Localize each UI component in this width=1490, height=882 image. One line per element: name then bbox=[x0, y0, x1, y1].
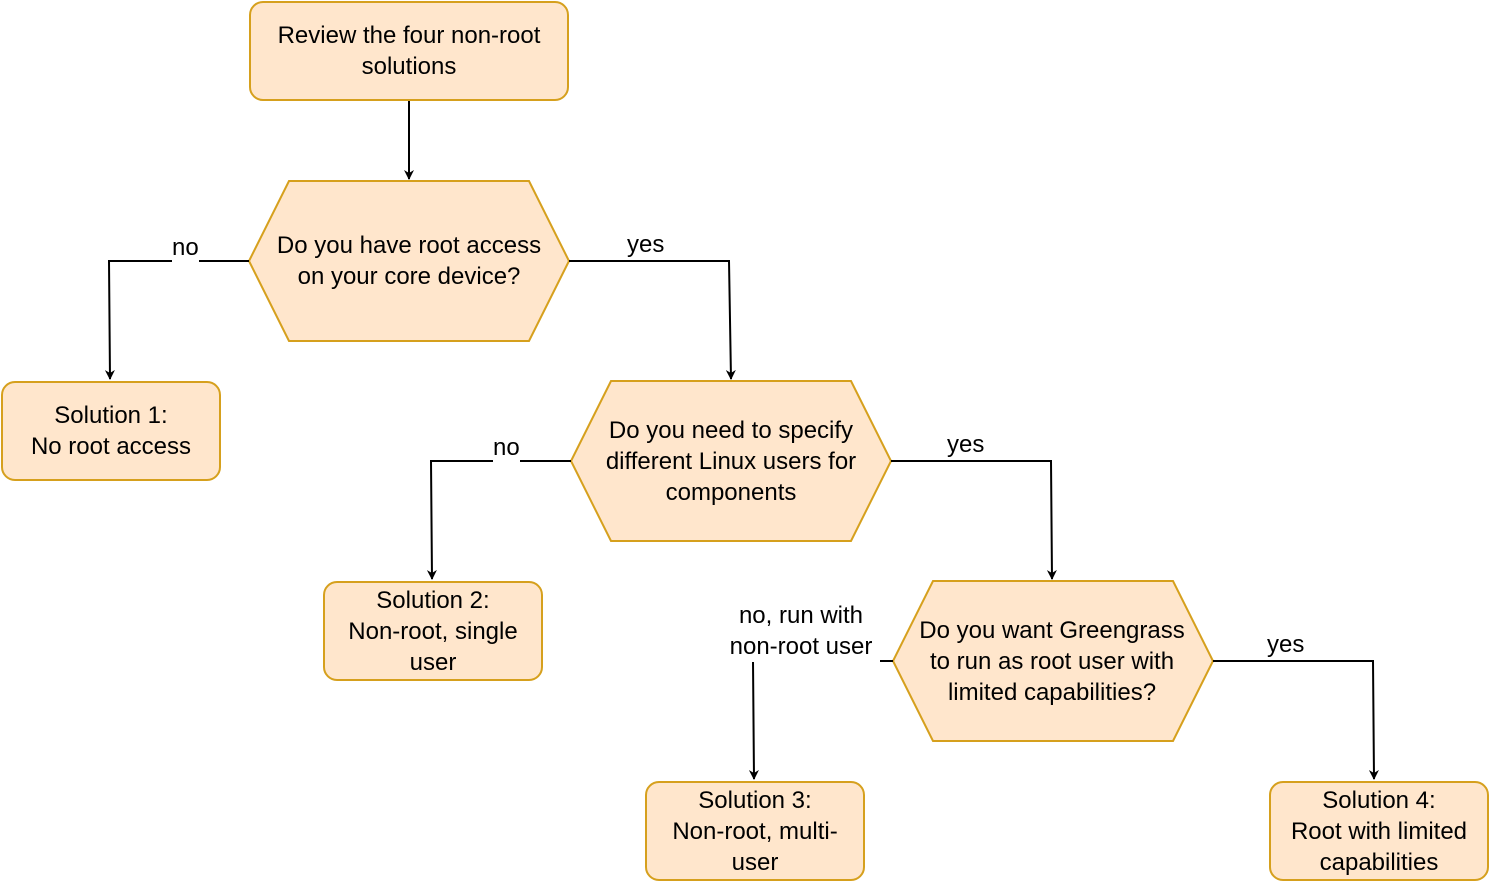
edge-label-root-yes: yes bbox=[627, 229, 665, 260]
connector-greengrass-yes bbox=[1213, 660, 1379, 780]
connector-root-yes bbox=[569, 260, 736, 380]
greengrass-root-question: Do you want Greengrass to run as root us… bbox=[919, 616, 1185, 706]
linux-users-question: Do you need to specify different Linux u… bbox=[605, 416, 857, 506]
edge-label-greengrass-no: no, run with non-root user bbox=[722, 600, 880, 662]
connector-users-yes bbox=[891, 460, 1057, 580]
edge-label-root-no: no bbox=[172, 232, 199, 263]
solution-4-node: Solution 4: Root with limited capabiliti… bbox=[1269, 781, 1489, 881]
edge-label-users-no: no bbox=[493, 432, 520, 463]
solution-1-node: Solution 1: No root access bbox=[1, 381, 221, 481]
connector-greengrass-no bbox=[748, 660, 893, 780]
start-node: Review the four non-root solutions bbox=[249, 1, 569, 101]
connector-users-no bbox=[426, 460, 571, 580]
solution-2-node: Solution 2: Non-root, single user bbox=[323, 581, 543, 681]
solution-3-node: Solution 3: Non-root, multi- user bbox=[645, 781, 865, 881]
connector-root-no bbox=[104, 260, 249, 380]
root-access-question: Do you have root access on your core dev… bbox=[276, 232, 542, 290]
edge-label-greengrass-yes: yes bbox=[1267, 629, 1305, 660]
edge-label-users-yes: yes bbox=[947, 429, 985, 460]
